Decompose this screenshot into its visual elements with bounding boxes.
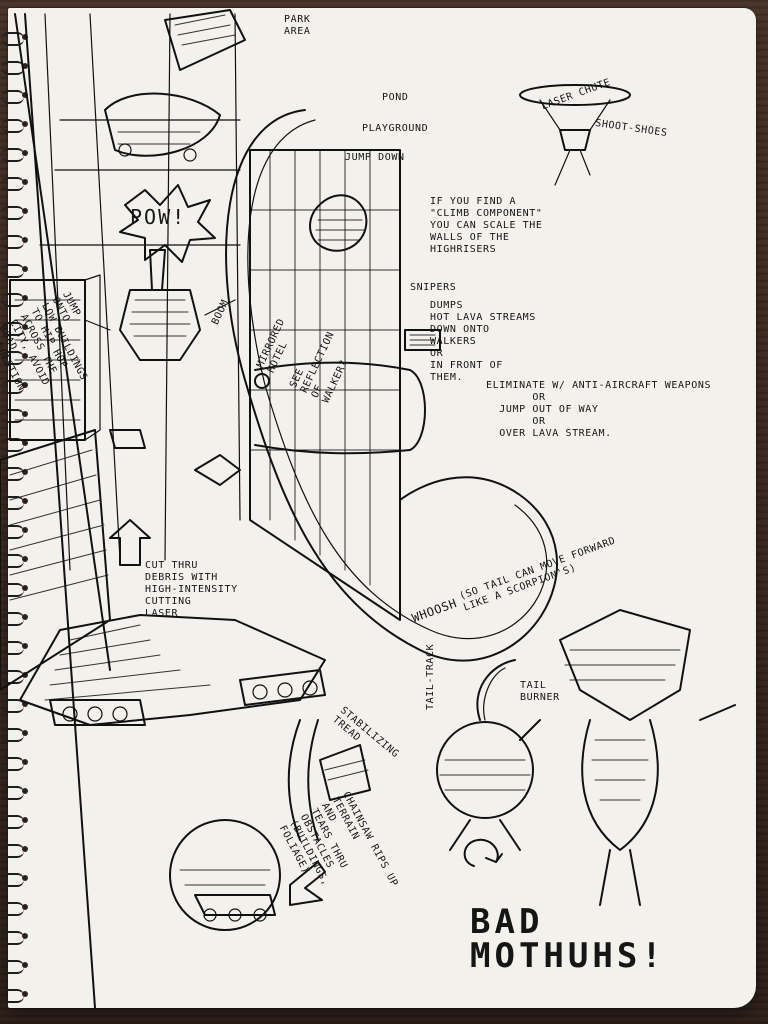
spiral-coil — [2, 699, 24, 713]
up-arrow-icon — [109, 519, 151, 566]
spiral-hole — [22, 440, 28, 446]
spiral-hole — [22, 150, 28, 156]
walker-mech — [84, 249, 236, 361]
spiral-coil — [2, 148, 24, 162]
spiral-hole — [22, 614, 28, 620]
spiral-coil — [2, 989, 24, 1003]
spiral-coil — [2, 554, 24, 568]
street-lines — [14, 13, 241, 1009]
laser-chute — [519, 84, 631, 186]
spiral-hole — [22, 817, 28, 823]
spiral-coil — [2, 583, 24, 597]
spiral-coil — [2, 757, 24, 771]
spiral-hole — [22, 875, 28, 881]
spiral-hole — [22, 643, 28, 649]
spiral-coil — [2, 177, 24, 191]
park-area-label: PARK AREA — [284, 14, 311, 37]
spiral-hole — [22, 208, 28, 214]
spiral-coil — [2, 235, 24, 249]
snipers-label: SNIPERS — [410, 282, 457, 293]
spiral-coil — [2, 61, 24, 75]
spiral-hole — [22, 962, 28, 968]
spiral-coil — [2, 293, 24, 307]
spiral-coil — [2, 90, 24, 104]
spiral-hole — [22, 585, 28, 591]
playground-label: PLAYGROUND — [362, 123, 429, 134]
spiral-coil — [2, 264, 24, 278]
spiral-coil — [2, 119, 24, 133]
spiral-coil — [2, 496, 24, 510]
spiral-coil — [2, 351, 24, 365]
dumps-lava-note: DUMPS HOT LAVA STREAMS DOWN ONTO WALKERS… — [430, 300, 536, 383]
spiral-coil — [2, 960, 24, 974]
vehicle-top-1 — [164, 9, 246, 71]
whoosh-trail — [225, 109, 558, 662]
spiral-hole — [22, 266, 28, 272]
bad-mothuhs-title: BAD MOTHUHS! — [470, 902, 666, 976]
spiral-hole — [22, 788, 28, 794]
down-left-arrow-icon — [289, 861, 326, 906]
chainsaw-vehicle — [169, 819, 281, 931]
big-ship — [519, 609, 736, 906]
spiral-hole — [22, 556, 28, 562]
climb-component-note: IF YOU FIND A "CLIMB COMPONENT" YOU CAN … — [430, 196, 543, 255]
spiral-hole — [22, 411, 28, 417]
spiral-coil — [2, 525, 24, 539]
spiral-hole — [22, 701, 28, 707]
spiral-hole — [22, 34, 28, 40]
spiral-coil — [2, 786, 24, 800]
spiral-coil — [2, 728, 24, 742]
spiral-hole — [22, 121, 28, 127]
spiral-hole — [22, 179, 28, 185]
spiral-coil — [2, 902, 24, 916]
spiral-hole — [22, 991, 28, 997]
tail-track-label: TAIL-TRACK — [425, 643, 436, 710]
spiral-hole — [22, 527, 28, 533]
spiral-hole — [22, 498, 28, 504]
spiral-hole — [22, 63, 28, 69]
vehicle-top-2 — [104, 92, 221, 162]
stabilizing-tread-vehicle — [287, 719, 371, 841]
heavy-tank — [19, 614, 326, 726]
spiral-coil — [2, 873, 24, 887]
jump-down-label: JUMP DOWN — [345, 152, 405, 163]
sniper-drones — [109, 329, 441, 486]
spiral-hole — [22, 237, 28, 243]
spiral-coil — [2, 409, 24, 423]
eliminate-note: ELIMINATE W/ ANTI-AIRCRAFT WEAPONS OR JU… — [486, 380, 712, 439]
spiral-hole — [22, 469, 28, 475]
spiral-coil — [2, 815, 24, 829]
pond-label: POND — [382, 92, 409, 103]
tail-burner-label: TAIL BURNER — [520, 680, 560, 703]
spiral-hole — [22, 730, 28, 736]
spiral-hole — [22, 295, 28, 301]
spiral-coil — [2, 612, 24, 626]
spiral-coil — [2, 380, 24, 394]
spiral-coil — [2, 931, 24, 945]
spiral-binding-icon — [2, 22, 32, 1003]
spiral-hole — [22, 324, 28, 330]
spiral-hole — [22, 846, 28, 852]
spiral-coil — [2, 467, 24, 481]
spiral-coil — [2, 844, 24, 858]
spiral-coil — [2, 32, 24, 46]
spiral-hole — [22, 92, 28, 98]
pow-burst — [119, 184, 216, 263]
cut-thru-note: CUT THRU DEBRIS WITH HIGH-INTENSITY CUTT… — [145, 560, 238, 619]
climbing-robot — [309, 194, 368, 252]
rotation-arrow-icon — [463, 838, 503, 867]
scorpion-walker — [436, 659, 534, 851]
spiral-hole — [22, 904, 28, 910]
spiral-hole — [22, 759, 28, 765]
pow-text: POW! — [130, 205, 187, 229]
spiral-coil — [2, 641, 24, 655]
spiral-hole — [22, 933, 28, 939]
spiral-hole — [22, 353, 28, 359]
spiral-coil — [2, 322, 24, 336]
spiral-hole — [22, 382, 28, 388]
spiral-coil — [2, 206, 24, 220]
spiral-coil — [2, 670, 24, 684]
